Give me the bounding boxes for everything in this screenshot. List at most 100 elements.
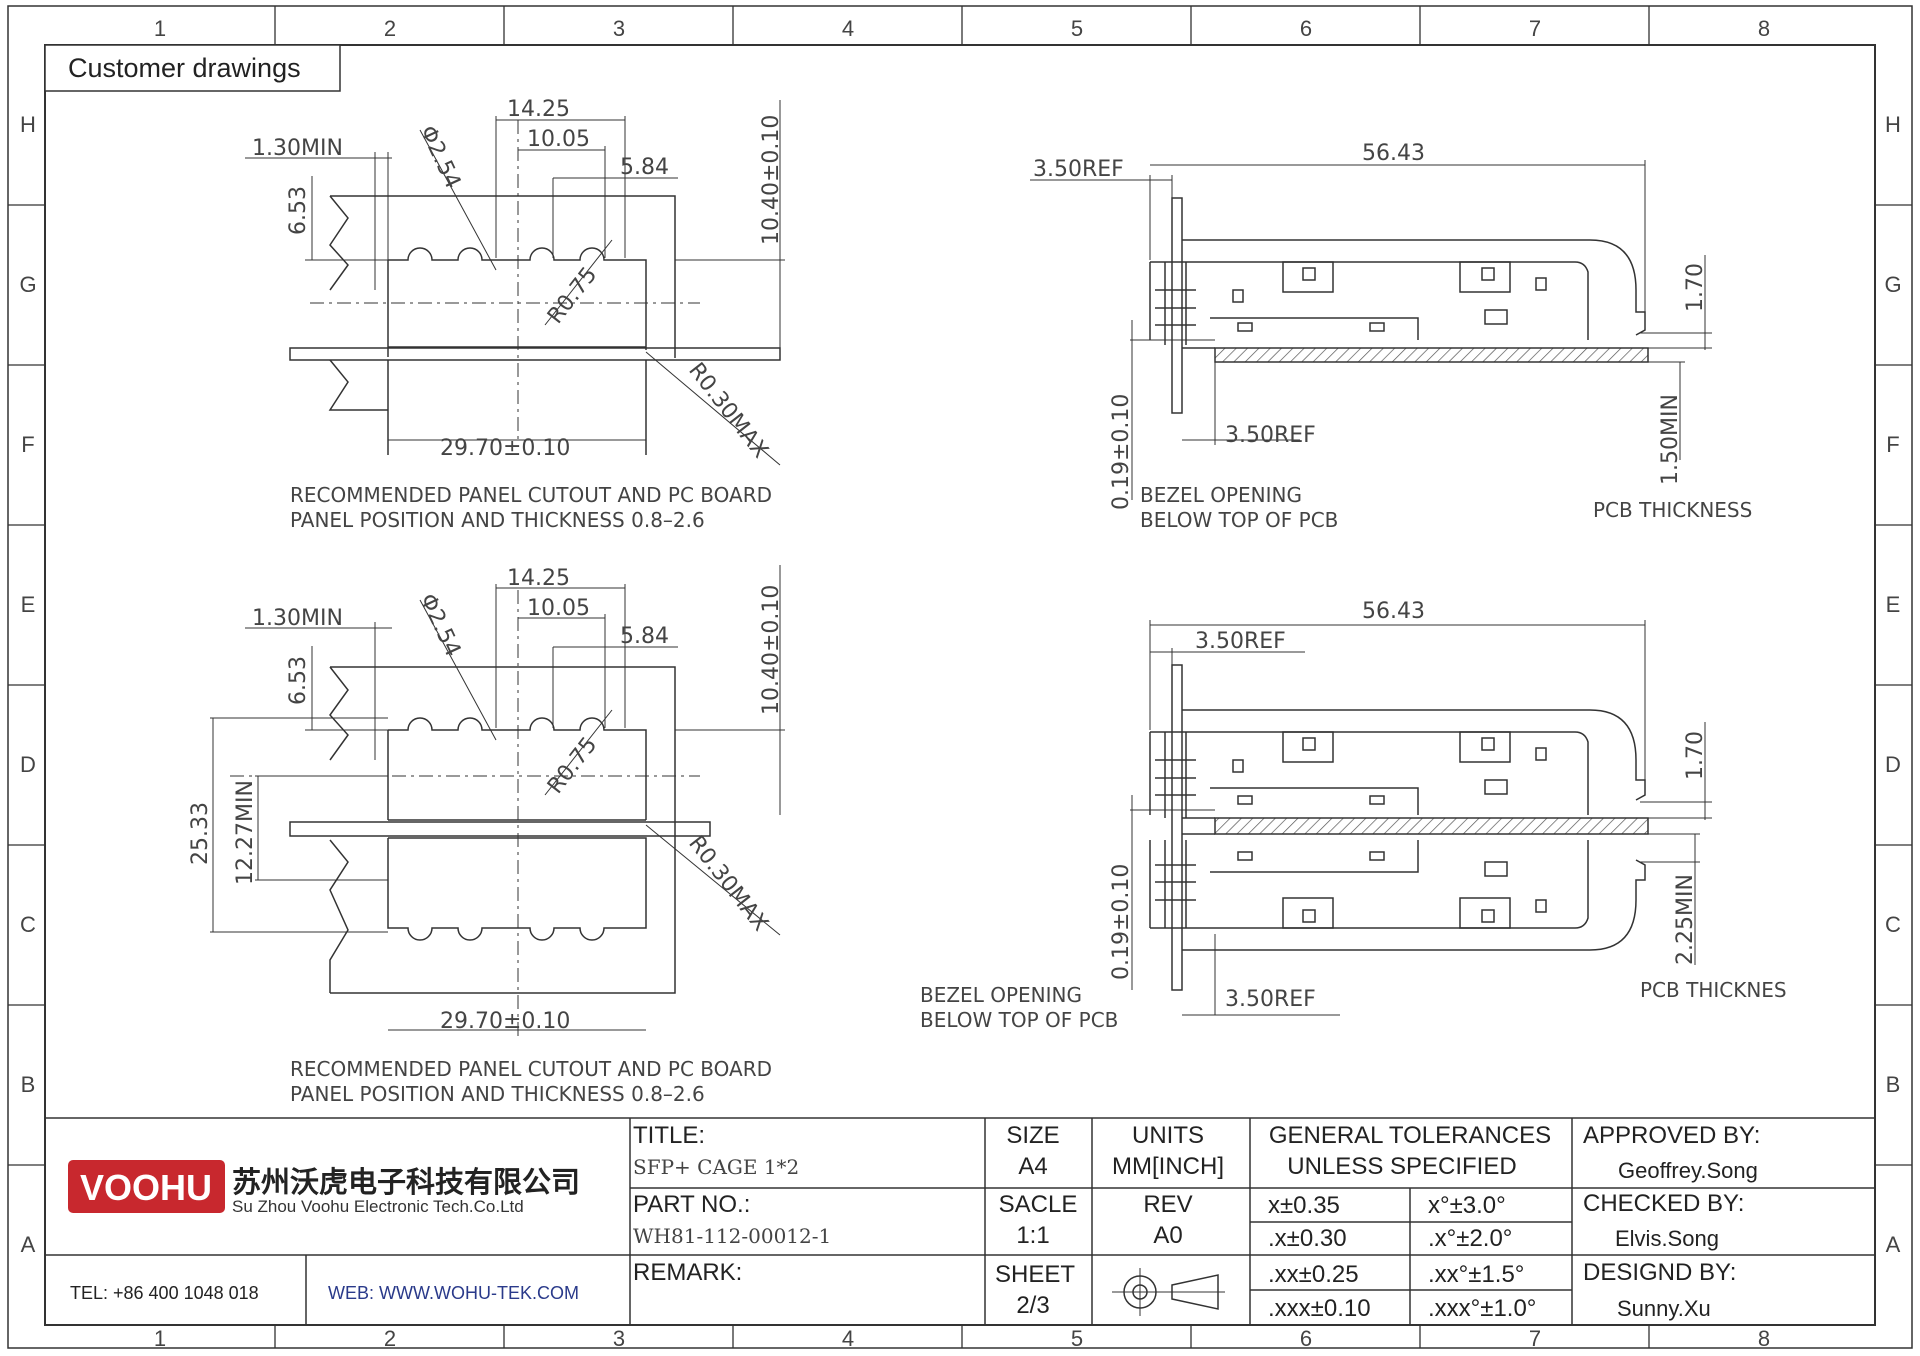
view-panel-cutout-double: [210, 565, 785, 1040]
scale-value: 1:1: [1016, 1222, 1049, 1249]
approved-label: APPROVED BY:: [1583, 1122, 1760, 1149]
tolerance-cell: .xx±0.25: [1268, 1261, 1359, 1288]
bezel-line2: BELOW TOP OF PCB: [1140, 508, 1338, 532]
col-label-top: 1: [154, 16, 166, 41]
note-line1: RECOMMENDED PANEL CUTOUT AND PC BOARD: [290, 483, 772, 507]
row-label-left: A: [21, 1232, 36, 1257]
dim-29-70: 29.70±0.10: [440, 1009, 570, 1034]
dim-12-27min: 12.27MIN: [233, 780, 258, 885]
title-block-fields: TITLE: SFP+ CAGE 1*2 PART NO.: WH81-112-…: [633, 1122, 1760, 1322]
view-side-double-labels: 56.43 3.50REF 1.70 0.19±0.10 2.25MIN 3.5…: [920, 599, 1787, 1032]
header-label-box: Customer drawings: [44, 44, 341, 92]
col-label-top: 8: [1758, 16, 1770, 41]
pcb-label: PCB THICKNESS: [1593, 498, 1752, 522]
tel: TEL: +86 400 1048 018: [70, 1283, 259, 1303]
dim-3-50ref-top: 3.50REF: [1033, 157, 1124, 182]
dim-56-43: 56.43: [1362, 141, 1425, 166]
logo-text: VOOHU: [80, 1167, 212, 1208]
col-label-bottom: 5: [1071, 1326, 1083, 1351]
tolerance-cell: x±0.35: [1268, 1192, 1340, 1219]
note-line2: PANEL POSITION AND THICKNESS 0.8–2.6: [290, 1082, 705, 1106]
designed-value: Sunny.Xu: [1617, 1296, 1711, 1321]
col-label-top: 4: [842, 16, 854, 41]
row-label-right: E: [1886, 592, 1901, 617]
dim-1-30min: 1.30MIN: [252, 606, 343, 631]
row-label-right: A: [1886, 1232, 1901, 1257]
units-label: UNITS: [1132, 1122, 1204, 1149]
col-label-bottom: 3: [613, 1326, 625, 1351]
zone-labels: 1 2 3 4 5 6 7 8 1 2 3 4 5 6 7 8 H G F E …: [19, 16, 1901, 1351]
row-label-right: G: [1884, 272, 1901, 297]
col-label-bottom: 4: [842, 1326, 854, 1351]
tolerance-header-1: GENERAL TOLERANCES: [1269, 1122, 1551, 1149]
tolerance-cell: .xx°±1.5°: [1428, 1261, 1524, 1288]
row-label-left: E: [21, 592, 36, 617]
row-label-right: C: [1885, 912, 1901, 937]
tolerance-cell: .x±0.30: [1268, 1225, 1347, 1252]
view-side-single: [1030, 160, 1712, 500]
dim-3-50ref-bottom: 3.50REF: [1225, 987, 1316, 1012]
dim-3-50ref-top: 3.50REF: [1195, 629, 1286, 654]
checked-value: Elvis.Song: [1615, 1226, 1719, 1251]
units-value: MM[INCH]: [1112, 1153, 1224, 1180]
zone-ticks: [8, 6, 1912, 1348]
col-label-top: 3: [613, 16, 625, 41]
dim-25-33: 25.33: [188, 802, 213, 865]
dim-1-70: 1.70: [1683, 731, 1708, 780]
dim-1-30min: 1.30MIN: [252, 136, 343, 161]
title-label: TITLE:: [633, 1122, 705, 1149]
dim-r0-30max: R0.30MAX: [683, 831, 773, 936]
dim-3-50ref-bottom: 3.50REF: [1225, 423, 1316, 448]
dim-r0-75: R0.75: [543, 733, 602, 799]
rev-value: A0: [1153, 1222, 1182, 1249]
dim-5-84: 5.84: [620, 155, 669, 180]
company-name-cn: 苏州沃虎电子科技有限公司: [232, 1166, 580, 1199]
dim-10-05: 10.05: [527, 596, 590, 621]
size-value: A4: [1018, 1153, 1047, 1180]
size-label: SIZE: [1006, 1122, 1059, 1149]
row-label-left: F: [21, 432, 34, 457]
dim-phi-2-54: Φ2.54: [415, 590, 466, 661]
title-block-grid: [45, 1117, 1875, 1325]
row-label-right: F: [1886, 432, 1899, 457]
dim-1-70: 1.70: [1683, 263, 1708, 312]
dim-1-50min: 1.50MIN: [1658, 394, 1683, 485]
dim-2-25min: 2.25MIN: [1673, 874, 1698, 965]
header-label: Customer drawings: [68, 53, 301, 83]
tolerance-cell: .xxx°±1.0°: [1428, 1295, 1536, 1322]
company-name-en: Su Zhou Voohu Electronic Tech.Co.Ltd: [232, 1197, 524, 1216]
dim-0-19: 0.19±0.10: [1109, 394, 1134, 510]
dim-10-05: 10.05: [527, 127, 590, 152]
sheet-label: SHEET: [995, 1261, 1075, 1288]
dim-r0-30max: R0.30MAX: [683, 358, 773, 463]
view-panel-cutout-single: [245, 100, 785, 466]
col-label-bottom: 2: [384, 1326, 396, 1351]
bezel-line2: BELOW TOP OF PCB: [920, 1008, 1118, 1032]
col-label-bottom: 7: [1529, 1326, 1541, 1351]
dim-14-25: 14.25: [507, 566, 570, 591]
remark-label: REMARK:: [633, 1259, 742, 1286]
row-label-left: C: [20, 912, 36, 937]
dim-56-43: 56.43: [1362, 599, 1425, 624]
row-label-left: H: [20, 112, 36, 137]
scale-label: SACLE: [999, 1191, 1078, 1218]
tolerance-cell: x°±3.0°: [1428, 1192, 1506, 1219]
sheet-value: 2/3: [1016, 1292, 1049, 1319]
col-label-top: 7: [1529, 16, 1541, 41]
dim-r0-75: R0.75: [543, 263, 602, 329]
col-label-top: 2: [384, 16, 396, 41]
dim-10-40: 10.40±0.10: [759, 115, 784, 245]
projection-symbol-icon: [1112, 1268, 1225, 1316]
title-value: SFP+ CAGE 1*2: [633, 1155, 799, 1179]
approved-value: Geoffrey.Song: [1618, 1158, 1758, 1183]
view-panel-cutout-double-labels: 14.25 10.05 5.84 1.30MIN Φ2.54 6.53 10.4…: [188, 566, 784, 1106]
bezel-line1: BEZEL OPENING: [920, 983, 1082, 1007]
col-label-top: 6: [1300, 16, 1312, 41]
dim-10-40: 10.40±0.10: [759, 585, 784, 715]
dim-14-25: 14.25: [507, 97, 570, 122]
checked-label: CHECKED BY:: [1583, 1190, 1744, 1217]
web-link[interactable]: WEB: WWW.WOHU-TEK.COM: [328, 1283, 579, 1303]
pcb-label: PCB THICKNES: [1640, 978, 1787, 1002]
rev-label: REV: [1143, 1191, 1192, 1218]
